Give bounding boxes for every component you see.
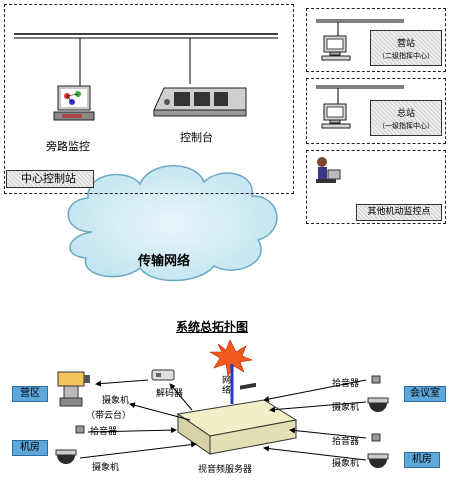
area-label-jifang-right: 机房 bbox=[404, 452, 440, 468]
network-burst-icon bbox=[208, 339, 254, 404]
ptz-note-label: （带云台） bbox=[86, 411, 132, 421]
area-label-ying: 营区 bbox=[12, 386, 48, 402]
av-server-icon bbox=[176, 382, 298, 455]
camera-left-top-label: 摄象机 bbox=[102, 396, 130, 406]
site-label-zong: 总站 （一级指挥中心） bbox=[370, 100, 442, 136]
bypass-monitor-label: 旁路监控 bbox=[46, 140, 90, 153]
console-icon bbox=[153, 87, 247, 117]
dome-camera-icon bbox=[55, 449, 77, 464]
console-label: 控制台 bbox=[180, 131, 213, 144]
area-label-jifang-left: 机房 bbox=[12, 440, 48, 456]
network-label: 传输网络 bbox=[138, 254, 191, 269]
camera-right-bottom-label: 摄象机 bbox=[332, 459, 360, 469]
center-control-station-panel bbox=[4, 4, 294, 194]
microphone-icon bbox=[371, 433, 381, 442]
site-label-ying: 营站 （二级指挥中心） bbox=[370, 30, 442, 66]
area-label-meeting: 会议室 bbox=[404, 386, 446, 402]
microphone-icon bbox=[75, 425, 85, 434]
mic-right-bottom-label: 拾音器 bbox=[332, 437, 360, 447]
site-name-ying: 营站 bbox=[396, 39, 415, 49]
site-panel-zong bbox=[306, 78, 446, 144]
camera-right-top-label: 摄象机 bbox=[332, 403, 360, 413]
network-cloud bbox=[67, 165, 278, 282]
connection-arrows bbox=[79, 379, 367, 461]
site-name-zong: 总站 bbox=[396, 109, 415, 119]
microphone-icon bbox=[371, 375, 381, 384]
bypass-monitor-icon bbox=[53, 85, 95, 121]
center-bus bbox=[14, 33, 278, 88]
network-vertical-label: 网络 bbox=[222, 376, 232, 396]
dome-camera-icon bbox=[367, 453, 389, 468]
camera-left-bottom-label: 摄象机 bbox=[92, 463, 120, 473]
ptz-camera-icon bbox=[57, 371, 90, 407]
site-buses bbox=[316, 19, 404, 104]
center-control-station-label: 中心控制站 bbox=[6, 170, 94, 188]
decoder-label: 解码器 bbox=[156, 389, 184, 399]
av-server-label: 视音频服务器 bbox=[198, 465, 253, 475]
dome-camera-icon bbox=[367, 397, 389, 412]
site-label-mobile: 其他机动监控点 bbox=[356, 204, 442, 221]
site-sub-zong: （一级指挥中心） bbox=[378, 122, 434, 130]
site-panel-ying bbox=[306, 8, 446, 72]
decoder-icon bbox=[151, 369, 175, 381]
computer-icon bbox=[321, 35, 351, 61]
computer-icon bbox=[321, 103, 351, 129]
operator-icon bbox=[316, 157, 341, 183]
mic-left-label: 拾音器 bbox=[90, 427, 118, 437]
site-sub-ying: （二级指挥中心） bbox=[378, 52, 434, 60]
site-panel-mobile bbox=[306, 150, 446, 224]
mic-right-top-label: 拾音器 bbox=[332, 379, 360, 389]
topology-title: 系统总拓扑图 bbox=[176, 320, 249, 334]
